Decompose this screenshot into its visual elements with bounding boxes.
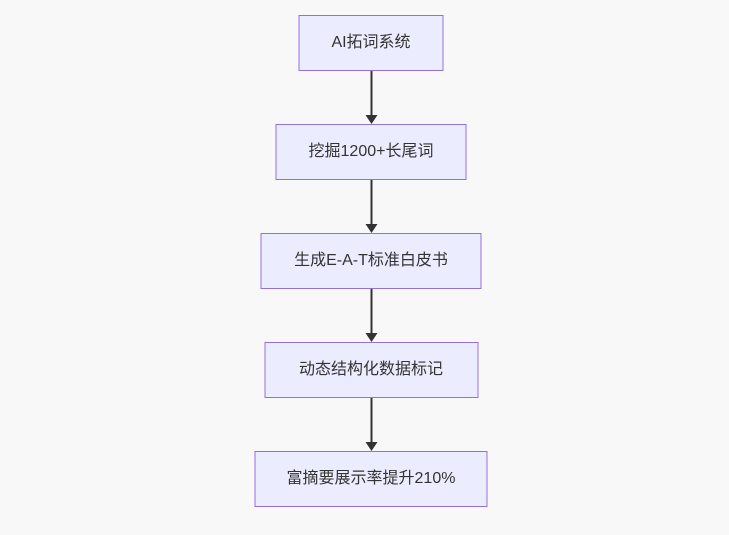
connector-line xyxy=(370,398,372,442)
flow-node-structured-data-markup: 动态结构化数据标记 xyxy=(264,342,478,398)
connector-line xyxy=(370,289,372,333)
flowchart: AI拓词系统 挖掘1200+长尾词 生成E-A-T标准白皮书 动态结构化数据标记… xyxy=(254,15,488,507)
flow-node-rich-snippet-rate: 富摘要展示率提升210% xyxy=(254,451,488,507)
flow-node-ai-word-expansion: AI拓词系统 xyxy=(298,15,444,71)
flow-connector xyxy=(365,398,377,451)
arrow-down-icon xyxy=(365,333,377,342)
flow-node-label: 生成E-A-T标准白皮书 xyxy=(294,252,448,269)
arrow-down-icon xyxy=(365,442,377,451)
flow-node-label: 动态结构化数据标记 xyxy=(298,361,443,378)
flow-node-label: 富摘要展示率提升210% xyxy=(286,470,456,487)
flow-node-label: 挖掘1200+长尾词 xyxy=(308,143,434,160)
flow-node-label: AI拓词系统 xyxy=(331,34,411,51)
connector-line xyxy=(370,71,372,115)
flow-node-eat-whitepaper: 生成E-A-T标准白皮书 xyxy=(260,233,482,289)
connector-line xyxy=(370,180,372,224)
arrow-down-icon xyxy=(365,224,377,233)
flow-node-longtail-keywords: 挖掘1200+长尾词 xyxy=(275,124,467,180)
flow-connector xyxy=(365,180,377,233)
arrow-down-icon xyxy=(365,115,377,124)
flow-connector xyxy=(365,71,377,124)
flow-connector xyxy=(365,289,377,342)
